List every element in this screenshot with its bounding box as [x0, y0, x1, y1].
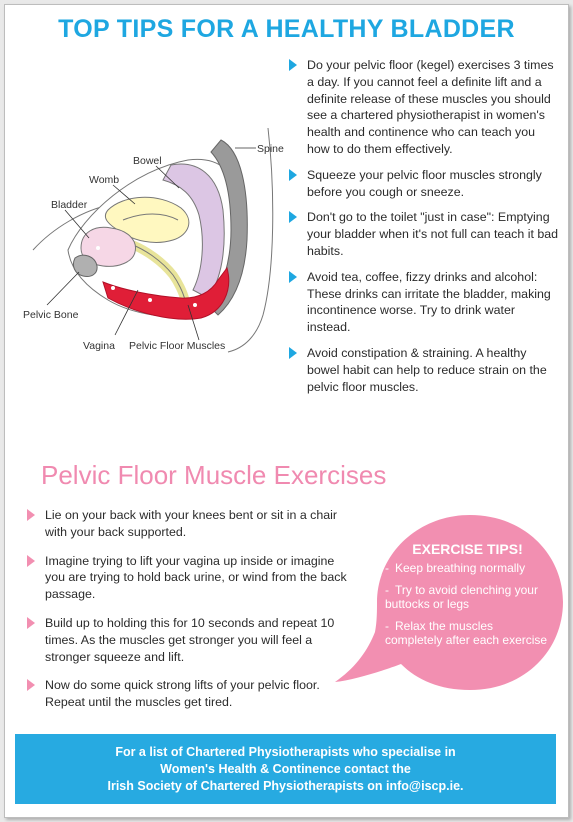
marker-dot [111, 286, 115, 290]
exercise-item: Now do some quick strong lifts of your p… [27, 677, 347, 711]
section-title: Pelvic Floor Muscle Exercises [41, 460, 387, 490]
arrow-bullet-icon [289, 59, 297, 71]
body-outline [227, 127, 274, 353]
exercise-text: Now do some quick strong lifts of your p… [45, 678, 320, 710]
footer-line: For a list of Chartered Physiotherapists… [115, 744, 456, 759]
label-pelvic-floor-muscles: Pelvic Floor Muscles [129, 340, 225, 352]
page-title: TOP TIPS FOR A HEALTHY BLADDER [58, 15, 515, 43]
exercise-item: Imagine trying to lift your vagina up in… [27, 553, 347, 603]
arrow-bullet-icon [27, 679, 35, 692]
tip-text: Do your pelvic floor (kegel) exercises 3… [307, 58, 554, 156]
womb [104, 196, 190, 243]
tip-text: Squeeze your pelvic floor muscles strong… [307, 167, 542, 199]
label-womb: Womb [89, 174, 119, 186]
leader-line [46, 271, 80, 306]
exercise-text: Lie on your back with your knees bent or… [45, 508, 338, 539]
vagina-outline [132, 244, 186, 301]
exercise-tips-bubble [335, 515, 563, 690]
arrow-bullet-icon [27, 616, 35, 629]
pelvic-anatomy-diagram: Spine Bowel Womb Bladder Pelvic Bone Vag… [23, 127, 284, 353]
leader-line [112, 184, 136, 205]
tip-item: Avoid tea, coffee, fizzy drinks and alco… [289, 269, 559, 336]
tip-text: Avoid constipation & straining. A health… [307, 345, 547, 394]
arrow-bullet-icon [289, 346, 297, 359]
footer-line: Irish Society of Chartered Physiotherapi… [107, 778, 464, 793]
pelvic-floor-muscles [102, 266, 230, 320]
exercise-tip-item: -Keep breathing normally [385, 561, 526, 575]
arrow-bullet-icon [27, 554, 35, 567]
tips-list: Do your pelvic floor (kegel) exercises 3… [289, 57, 559, 395]
marker-dot [193, 303, 197, 307]
womb-inner [122, 213, 179, 221]
label-spine: Spine [257, 143, 284, 155]
label-vagina: Vagina [83, 340, 115, 352]
exercise-tips-content: EXERCISE TIPS! -Keep breathing normally … [385, 541, 550, 655]
leader-line [114, 289, 139, 336]
marker-dot [148, 298, 152, 302]
exercise-tip-text: Relax the muscles completely after each … [385, 619, 548, 647]
exercise-text: Imagine trying to lift your vagina up in… [45, 553, 347, 602]
label-bladder: Bladder [51, 199, 88, 211]
page: TOP TIPS FOR A HEALTHY BLADDER [4, 4, 569, 818]
exercise-item: Build up to holding this for 10 seconds … [27, 615, 347, 665]
tip-item: Squeeze your pelvic floor muscles strong… [289, 167, 559, 201]
leader-line [187, 304, 200, 341]
exercise-item: Lie on your back with your knees bent or… [27, 507, 347, 541]
contact-footer: For a list of Chartered Physiotherapists… [15, 734, 556, 804]
exercise-list: Lie on your back with your knees bent or… [27, 507, 347, 711]
marker-dot [96, 246, 100, 250]
exercise-tips-title: EXERCISE TIPS! [412, 541, 523, 557]
arrow-bullet-icon [289, 270, 297, 283]
exercise-tip-text: Keep breathing normally [395, 561, 526, 575]
pelvic-bone [72, 254, 98, 277]
exercise-tip-item: -Relax the muscles completely after each… [385, 619, 548, 647]
tip-item: Don't go to the toilet "just in case": E… [289, 209, 559, 259]
exercise-tip-item: -Try to avoid clenching your buttocks or… [385, 583, 538, 611]
leader-line [64, 209, 90, 239]
exercise-text: Build up to holding this for 10 seconds … [45, 615, 335, 664]
label-pelvic-bone: Pelvic Bone [23, 309, 79, 321]
tip-text: Avoid tea, coffee, fizzy drinks and alco… [307, 269, 551, 335]
exercise-tip-text: Try to avoid clenching your buttocks or … [385, 583, 538, 611]
arrow-bullet-icon [289, 211, 297, 224]
label-bowel: Bowel [133, 155, 162, 167]
tip-text: Don't go to the toilet "just in case": E… [307, 210, 559, 258]
tip-item: Avoid constipation & straining. A health… [289, 345, 559, 395]
tip-item: Do your pelvic floor (kegel) exercises 3… [289, 57, 559, 158]
arrow-bullet-icon [289, 168, 297, 181]
footer-line: Women's Health & Continence contact the [160, 761, 411, 776]
leader-line [155, 165, 180, 189]
arrow-bullet-icon [27, 509, 35, 521]
speech-bubble-shape [335, 515, 563, 690]
